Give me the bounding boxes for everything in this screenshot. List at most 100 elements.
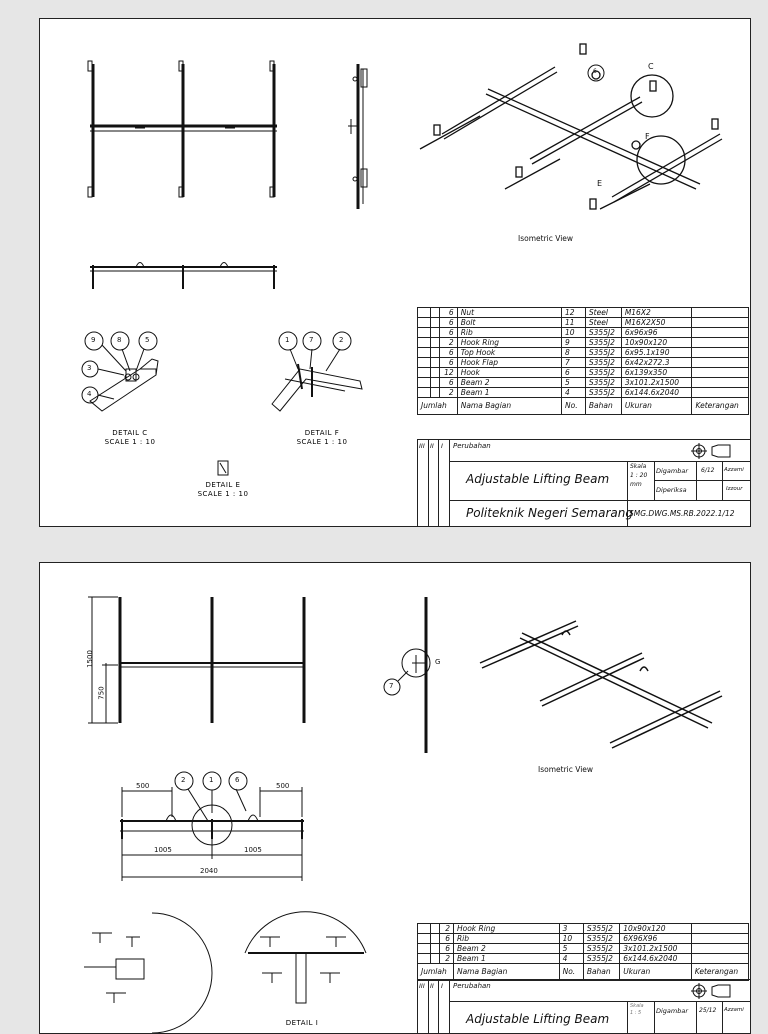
bom-cell-rev2	[430, 953, 441, 964]
skala-value-2: 1 : 5	[630, 1010, 642, 1016]
iso-balloon-6	[587, 64, 605, 82]
side-view-2	[383, 597, 431, 753]
detail-e-title: DETAIL E	[205, 481, 241, 489]
bom-part-name: Top Hook	[456, 347, 563, 358]
balloon-2: 2	[339, 336, 344, 344]
bom-size: 6x144.6x2040	[620, 387, 693, 398]
bom-note	[690, 923, 750, 934]
header-material-2: Bahan	[582, 963, 621, 981]
bom-material: S355J2	[582, 943, 621, 954]
bom-cell-rev3	[416, 933, 432, 944]
header-no: No.	[561, 397, 586, 415]
bom-part-name: Hook Ring	[456, 337, 563, 348]
drawing-sheet-1: Isometric View C F E 6 9 8 5 3 4 DETAIL …	[39, 18, 751, 527]
iso-callout-e: E	[597, 179, 603, 188]
dim-750: 750	[97, 686, 106, 700]
bom-part-name: Rib	[452, 933, 560, 944]
bom-qty: 6	[439, 943, 454, 954]
isometric-view	[419, 43, 723, 210]
bom-material: S355J2	[584, 347, 622, 358]
isometric-view-2	[479, 620, 723, 749]
bom-part-name: Beam 1	[452, 953, 560, 964]
digambar-date-2: 25/12	[699, 1007, 717, 1014]
rev-iii-2: III	[419, 982, 425, 990]
bom-note	[691, 367, 749, 378]
bom-size: 6x42x272.3	[620, 357, 693, 368]
detail-f-title: DETAIL F	[304, 429, 340, 437]
balloon-5: 5	[145, 336, 150, 344]
bom-cell-rev2	[430, 307, 440, 318]
dim-2040: 2040	[200, 867, 218, 875]
detail-e-drawing	[217, 460, 229, 476]
bom-cell-rev3	[416, 953, 432, 964]
digambar-name-2: Azzami	[724, 1007, 744, 1013]
bom-size: 6x96x96	[620, 327, 693, 338]
detail-c-drawing	[89, 358, 159, 412]
bom-qty: 6	[438, 317, 458, 328]
balloon-3: 3	[87, 364, 92, 372]
projection-symbol-icon	[691, 443, 731, 459]
detail-i-drawing	[244, 911, 367, 1004]
iso-balloon-6-text: 6	[593, 68, 597, 75]
front-view-2	[120, 771, 304, 881]
top-view	[87, 60, 277, 198]
balloon-1-s2: 1	[209, 776, 214, 784]
bom-material: S355J2	[582, 933, 621, 944]
side-view	[348, 64, 368, 209]
bom-note	[691, 307, 749, 318]
perubahan-label-2: Perubahan	[453, 982, 491, 990]
iso-callout-c: C	[648, 62, 654, 71]
bom-cell-rev3	[416, 387, 432, 398]
header-material: Bahan	[584, 397, 622, 415]
bom-part-no: 4	[558, 953, 584, 964]
balloon-4: 4	[87, 390, 92, 398]
bom-size: 3x101.2x1500	[619, 943, 692, 954]
dim-500-right: 500	[276, 782, 290, 790]
bom-qty: 6	[439, 933, 454, 944]
rev-ii: II	[430, 442, 434, 450]
bom-size: 3x101.2x1500	[620, 377, 693, 388]
bom-material: S355J2	[584, 327, 622, 338]
bom-cell-rev2	[430, 367, 440, 378]
detail-c-title: DETAIL C	[112, 429, 148, 437]
bom-cell-rev2	[430, 387, 440, 398]
header-note-2: Keterangan	[690, 963, 750, 981]
digambar-name: Azzami	[724, 467, 744, 473]
bom-size: 6x95.1x190	[620, 347, 693, 358]
bom-note	[690, 943, 750, 954]
bom-part-no: 10	[561, 327, 586, 338]
bom-note	[690, 953, 750, 964]
bom-qty: 6	[438, 307, 458, 318]
bom-cell-rev3	[416, 347, 432, 358]
institution-name: Politeknik Negeri Semarang	[466, 506, 633, 520]
detail-f-caption: DETAIL F SCALE 1 : 10	[282, 429, 362, 447]
drawing-title: Adjustable Lifting Beam	[466, 472, 610, 486]
bom-qty: 6	[438, 327, 458, 338]
bom-part-name: Bolt	[456, 317, 563, 328]
skala-label: Skala	[630, 463, 647, 470]
bom-cell-rev2	[430, 923, 441, 934]
detail-f-scale: SCALE 1 : 10	[296, 438, 348, 446]
bom-part-no: 5	[561, 377, 586, 388]
header-qty-2: Jumlah	[417, 963, 454, 981]
bom-part-name: Beam 2	[456, 377, 563, 388]
drawing-sheet-2: 1500 750 500 500 1005 1005 2040 2 1 6 7 …	[39, 562, 751, 1034]
detail-f-drawing	[271, 363, 363, 412]
bom-header-row-2: Jumlah Nama Bagian No. Bahan Ukuran Kete…	[417, 963, 750, 981]
header-size: Ukuran	[620, 397, 693, 415]
bom-cell-rev2	[430, 357, 440, 368]
bom-note	[691, 377, 749, 388]
bom-qty: 6	[438, 357, 458, 368]
bom-qty: 2	[438, 337, 458, 348]
bom-note	[691, 337, 749, 348]
bom-material: Steel	[584, 317, 622, 328]
bom-part-name: Nut	[456, 307, 563, 318]
bom-note	[691, 357, 749, 368]
